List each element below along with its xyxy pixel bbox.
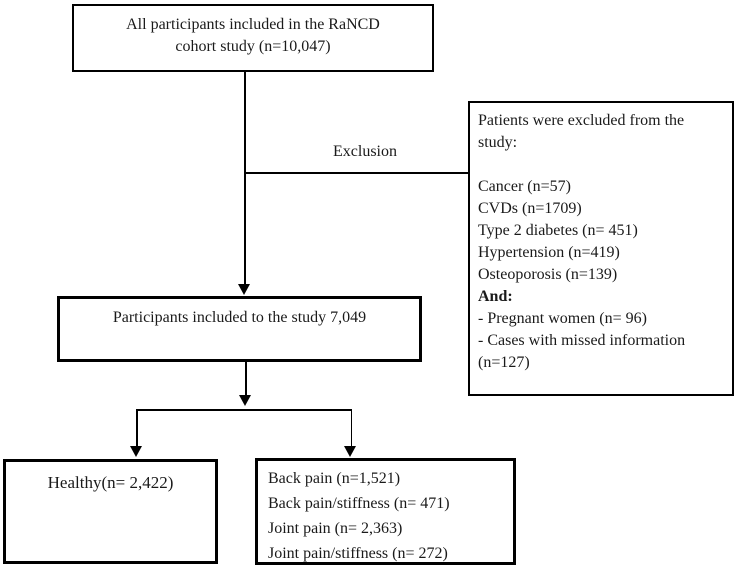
exclusion-item-osteoporosis: Osteoporosis (n=139) bbox=[478, 266, 618, 283]
exclusion-item-missed-info-count: (n=127) bbox=[478, 354, 530, 371]
exclusion-item-hypertension: Hypertension (n=419) bbox=[478, 244, 620, 261]
healthy-box: Healthy(n= 2,422) bbox=[3, 459, 218, 564]
top-box-all-participants: All participants included in the RaNCD c… bbox=[72, 4, 434, 72]
arrowhead-into-included-box bbox=[238, 284, 250, 295]
exclusion-item-pregnant: - Pregnant women (n= 96) bbox=[478, 310, 647, 327]
top-box-line-1: All participants included in the RaNCD bbox=[126, 16, 380, 33]
connector-included-to-split bbox=[245, 362, 247, 396]
pain-line-back-pain-stiffness: Back pain/stiffness (n= 471) bbox=[268, 495, 450, 512]
arrowhead-into-split bbox=[239, 395, 251, 406]
exclusion-and-label: And: bbox=[478, 288, 513, 305]
exclusion-header-line-1: Patients were excluded from the bbox=[478, 112, 685, 129]
pain-line-back-pain: Back pain (n=1,521) bbox=[268, 470, 401, 487]
included-box-text: Participants included to the study 7,049 bbox=[112, 309, 367, 326]
exclusion-connector-label: Exclusion bbox=[333, 143, 397, 160]
exclusion-item-cvds: CVDs (n=1709) bbox=[478, 200, 582, 217]
connector-to-exclusion-box bbox=[245, 172, 468, 174]
pain-line-joint-pain-stiffness: Joint pain/stiffness (n= 272) bbox=[268, 545, 448, 562]
arrowhead-into-healthy-box bbox=[130, 446, 142, 457]
exclusion-item-diabetes: Type 2 diabetes (n= 451) bbox=[478, 222, 638, 239]
arrowhead-into-pain-box bbox=[344, 446, 356, 457]
included-box: Participants included to the study 7,049 bbox=[57, 296, 422, 362]
exclusion-box: Patients were excluded from the study: C… bbox=[468, 101, 734, 396]
exclusion-item-missed-info: - Cases with missed information bbox=[478, 332, 686, 349]
pain-outcomes-box: Back pain (n=1,521) Back pain/stiffness … bbox=[255, 458, 516, 565]
exclusion-item-cancer: Cancer (n=57) bbox=[478, 178, 571, 195]
pain-line-joint-pain: Joint pain (n= 2,363) bbox=[268, 520, 403, 537]
healthy-box-text: Healthy(n= 2,422) bbox=[47, 473, 174, 492]
connector-split-to-pain bbox=[350, 409, 352, 447]
split-horizontal-line bbox=[136, 409, 352, 411]
exclusion-box-header: Patients were excluded from the study: bbox=[478, 110, 724, 154]
top-box-line-2: cohort study (n=10,047) bbox=[175, 38, 331, 55]
connector-split-to-healthy bbox=[136, 409, 138, 447]
connector-top-to-included bbox=[244, 72, 246, 285]
exclusion-header-line-2: study: bbox=[478, 134, 518, 151]
